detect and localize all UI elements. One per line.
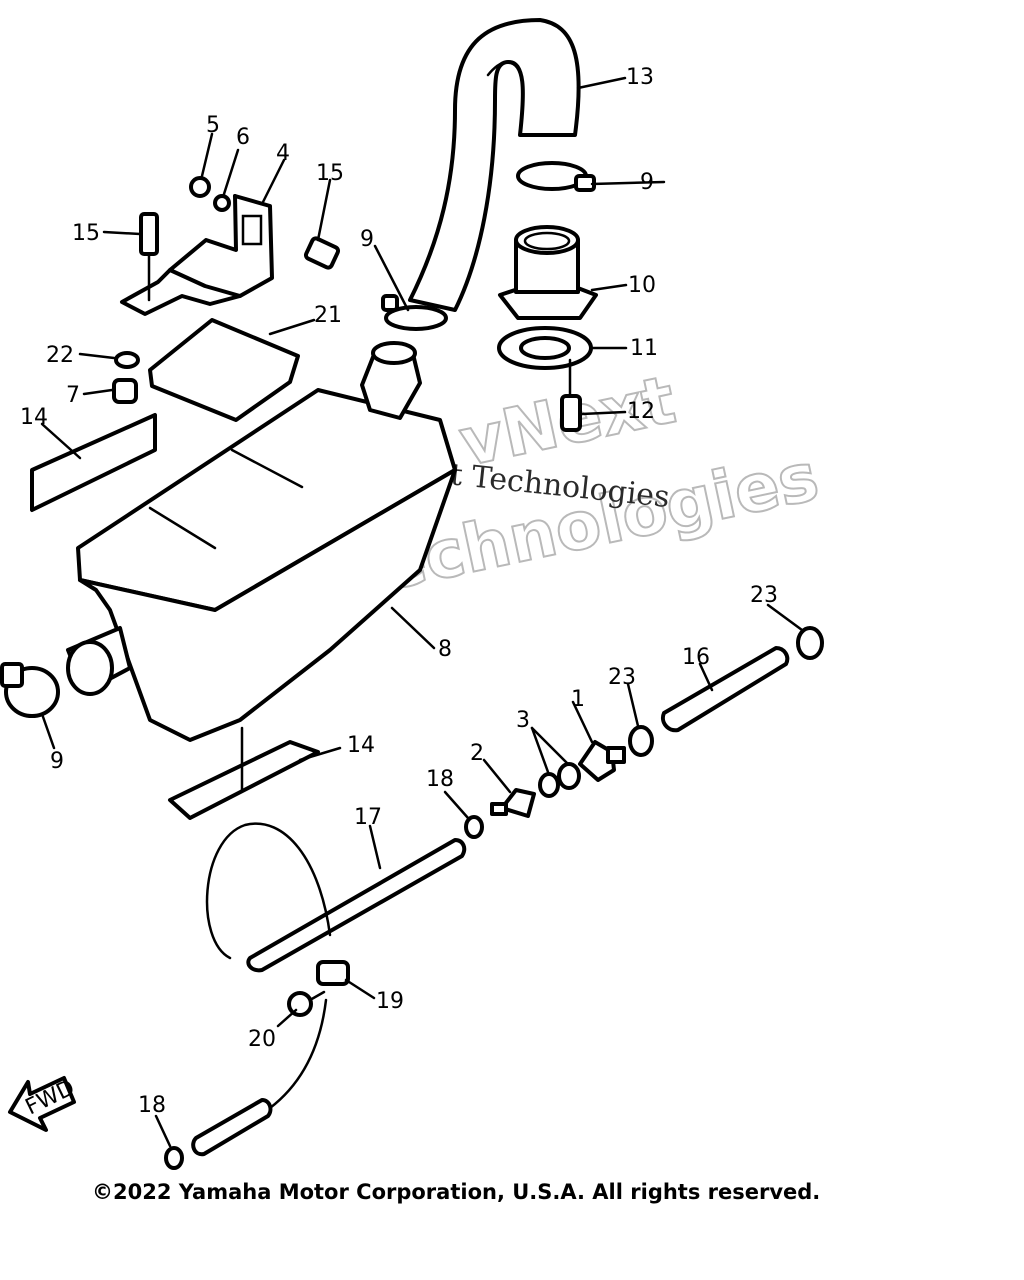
part-12-bolt [560, 358, 582, 432]
part-18-clip-lower [164, 1146, 184, 1170]
part-11-gasket [497, 326, 593, 370]
part-5-nut [189, 176, 211, 198]
callout-21: 21 [314, 303, 342, 328]
callout-3: 3 [516, 708, 530, 733]
part-15-bolt-left [139, 212, 159, 302]
callout-9-left: 9 [50, 749, 64, 774]
part-3-washers [538, 762, 581, 798]
part-1-fitting [578, 740, 626, 782]
callout-14-upper: 14 [20, 405, 48, 430]
callout-1: 1 [571, 687, 585, 712]
part-6-washer [213, 194, 231, 212]
callout-14-lower: 14 [347, 733, 375, 758]
part-22-washer [114, 351, 140, 369]
part-23-clamp-upper [796, 626, 824, 660]
callouts: 1 2 3 4 5 6 7 8 9 9 9 10 11 12 13 14 14 … [20, 65, 778, 1118]
callout-15-left: 15 [72, 221, 100, 246]
part-13-hose [408, 18, 581, 312]
part-9-clamp-mid [381, 294, 448, 331]
callout-11: 11 [630, 336, 658, 361]
callout-2: 2 [470, 741, 484, 766]
callout-13: 13 [626, 65, 654, 90]
part-9-clamp-top [516, 161, 596, 192]
part-15-bolt-right [303, 236, 341, 270]
callout-9-mid: 9 [360, 227, 374, 252]
part-19-clamp [316, 960, 350, 986]
callout-5: 5 [206, 113, 220, 138]
part-14-strip-lower [168, 740, 320, 820]
copyright-notice: ©2022 Yamaha Motor Corporation, U.S.A. A… [92, 1180, 821, 1204]
part-9-clamp-left [0, 662, 60, 718]
callout-7: 7 [66, 383, 80, 408]
callout-9-top: 9 [640, 170, 654, 195]
part-18-clip-upper [464, 815, 484, 839]
part-10-fitting [498, 225, 598, 320]
callout-6: 6 [236, 125, 250, 150]
part-lower-hose [191, 998, 328, 1157]
callout-10: 10 [628, 273, 656, 298]
part-21-pad [148, 318, 300, 422]
leader-lines [40, 76, 804, 1148]
callout-18-lower: 18 [138, 1093, 166, 1118]
part-17-hose [205, 822, 467, 973]
callout-18-upper: 18 [426, 767, 454, 792]
callout-19: 19 [376, 989, 404, 1014]
callout-8: 8 [438, 637, 452, 662]
fwd-arrow: FWD [8, 1075, 79, 1132]
part-4-bracket [120, 194, 274, 316]
part-20-screw [287, 990, 326, 1017]
part-8-tank [66, 341, 457, 742]
callout-22: 22 [46, 343, 74, 368]
callout-23-lower: 23 [608, 665, 636, 690]
callout-4: 4 [276, 141, 290, 166]
part-14-strip-upper [30, 413, 157, 512]
callout-17: 17 [354, 805, 382, 830]
part-2-nipple [490, 788, 536, 818]
callout-20: 20 [248, 1027, 276, 1052]
callout-15-right: 15 [316, 161, 344, 186]
callout-16: 16 [682, 645, 710, 670]
part-23-clamp-lower [628, 725, 654, 757]
callout-12: 12 [627, 399, 655, 424]
part-16-hose [661, 646, 790, 733]
part-7-collar [112, 378, 138, 404]
callout-23-upper: 23 [750, 583, 778, 608]
